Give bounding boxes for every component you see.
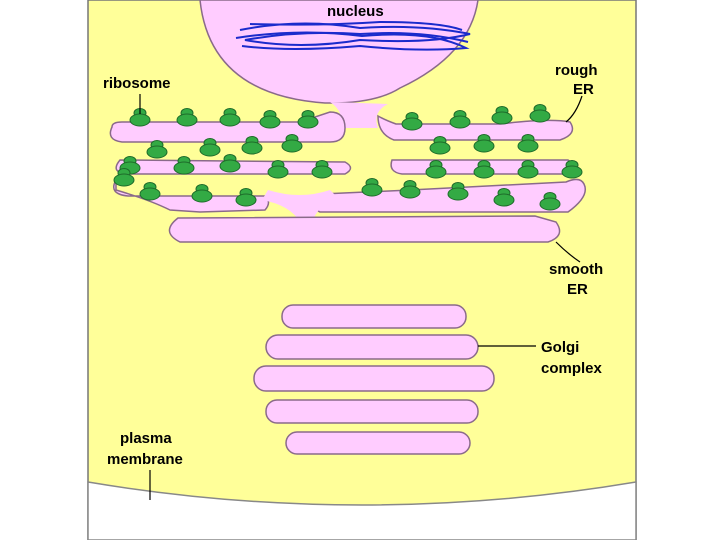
ribosome	[401, 112, 423, 131]
golgi-cisterna	[253, 365, 495, 392]
smooth-er	[168, 215, 561, 243]
smooth-er-leader	[555, 241, 581, 263]
ribosome	[191, 184, 213, 203]
ribosome	[146, 140, 168, 159]
label-rough-er-2: ER	[573, 81, 594, 98]
ribosome	[235, 188, 257, 207]
golgi-cisterna	[285, 431, 471, 455]
ribosome	[425, 160, 447, 179]
ribosome	[491, 106, 513, 125]
ribosome	[259, 110, 281, 129]
label-plasma-1: plasma	[120, 430, 172, 447]
ribosome	[241, 136, 263, 155]
ribosome	[281, 134, 303, 153]
label-plasma-2: membrane	[107, 451, 183, 468]
label-ribosome: ribosome	[103, 75, 171, 92]
golgi-cisterna	[265, 399, 479, 424]
er-trunk	[262, 190, 338, 222]
ribosome	[113, 168, 135, 187]
ribosome	[539, 192, 561, 211]
ribosome	[139, 182, 161, 201]
ribosome	[361, 178, 383, 197]
golgi-cisterna	[265, 334, 479, 360]
rough-er-cisterna	[377, 114, 574, 141]
ribosome	[561, 160, 583, 179]
rough-er-cisterna	[109, 111, 346, 143]
label-rough-er-1: rough	[555, 62, 598, 79]
label-golgi-1: Golgi	[541, 339, 579, 356]
ribosome	[173, 156, 195, 175]
ribosome	[219, 108, 241, 127]
ribosome	[447, 182, 469, 201]
ribosome	[473, 160, 495, 179]
label-smooth-er-2: ER	[567, 281, 588, 298]
label-nucleus: nucleus	[327, 3, 384, 20]
ribosome	[219, 154, 241, 173]
ribosome	[517, 160, 539, 179]
ribosome	[449, 110, 471, 129]
golgi-complex	[253, 304, 495, 455]
chromatin	[235, 20, 471, 51]
ribosome	[493, 188, 515, 207]
ribosome	[399, 180, 421, 199]
golgi-cisterna	[281, 304, 467, 329]
ribosome	[311, 160, 333, 179]
ribosome	[297, 110, 319, 129]
ribosome	[199, 138, 221, 157]
ribosome-layer	[113, 104, 583, 211]
ribosome	[473, 134, 495, 153]
label-smooth-er-1: smooth	[549, 261, 603, 278]
extracellular-space	[87, 481, 637, 540]
ribosome	[267, 160, 289, 179]
ribosome	[517, 134, 539, 153]
ribosome	[429, 136, 451, 155]
label-golgi-2: complex	[541, 360, 603, 377]
ribosome	[176, 108, 198, 127]
rough-er-leader	[565, 95, 583, 123]
ribosome	[529, 104, 551, 123]
